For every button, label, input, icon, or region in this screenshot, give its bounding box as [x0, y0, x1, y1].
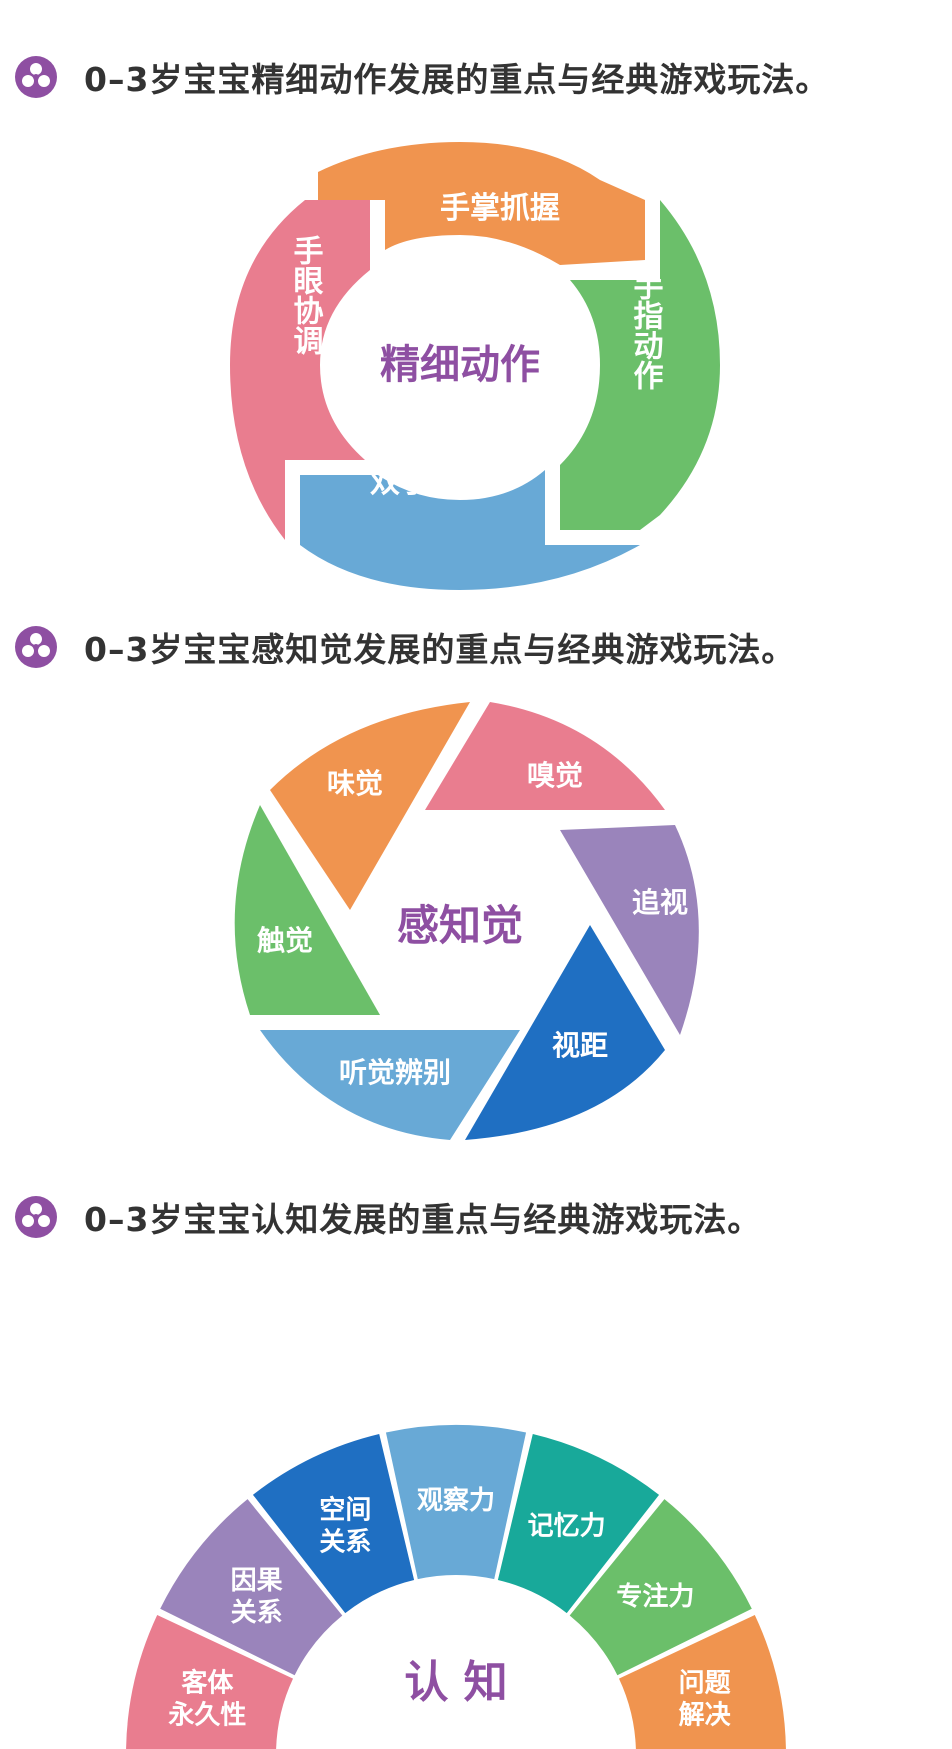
segment-hearing	[260, 1030, 520, 1140]
center-label-cognition: 认 知	[404, 1657, 507, 1708]
segment-label-2: 空间关系	[319, 1494, 371, 1557]
segment-vision-distance	[465, 925, 665, 1140]
section-heading-perception: 0–3岁宝宝感知觉发展的重点与经典游戏玩法。	[14, 622, 795, 672]
label-taste: 味觉	[327, 767, 383, 800]
flower-icon	[15, 1196, 57, 1238]
segment-label-0: 客体永久性	[168, 1667, 246, 1730]
heading-text: 0–3岁宝宝感知觉发展的重点与经典游戏玩法。	[84, 630, 796, 669]
section-heading-fine-motor: 0–3岁宝宝精细动作发展的重点与经典游戏玩法。	[14, 52, 829, 102]
segment-4	[497, 1434, 660, 1614]
center-label-perception: 感知觉	[397, 901, 523, 950]
segment-tracking	[560, 825, 699, 1035]
segment-smell	[425, 702, 665, 810]
center-label-fine-motor: 精细动作	[380, 342, 540, 388]
perception-aperture-diagram: 嗅觉 追视 视距 听觉辨别 触觉 味觉 感知觉	[234, 702, 699, 1140]
segment-hand-eye	[230, 200, 370, 540]
segment-5	[569, 1499, 752, 1676]
segment-label-1: 因果关系	[231, 1566, 283, 1628]
section-heading-cognition: 0–3岁宝宝认知发展的重点与经典游戏玩法。	[14, 1192, 761, 1242]
label-two-hand: 双手协作	[370, 465, 490, 500]
label-hearing: 听觉辨别	[339, 1056, 451, 1089]
segment-two-hand	[300, 470, 640, 590]
segment-palm-grasp	[318, 142, 645, 265]
label-palm-grasp: 手掌抓握	[440, 191, 560, 226]
heading-text: 0–3岁宝宝精细动作发展的重点与经典游戏玩法。	[84, 60, 830, 99]
segment-label-5: 专注力	[616, 1581, 694, 1612]
segment-label-6: 问题解决	[679, 1668, 731, 1730]
heading-text: 0–3岁宝宝认知发展的重点与经典游戏玩法。	[84, 1200, 762, 1239]
segment-label-3: 观察力	[417, 1486, 495, 1516]
segment-2	[252, 1434, 415, 1614]
flower-icon	[15, 56, 57, 98]
label-finger-action: 手指动作	[628, 270, 664, 390]
label-vision-distance: 视距	[552, 1029, 608, 1062]
label-touch: 触觉	[257, 924, 313, 957]
segment-3	[385, 1425, 527, 1580]
label-hand-eye: 手眼协调	[288, 235, 324, 355]
label-tracking: 追视	[632, 886, 688, 919]
segment-0	[126, 1614, 294, 1749]
segment-6	[618, 1614, 786, 1749]
flower-icon	[15, 626, 57, 668]
label-smell: 嗅觉	[527, 759, 583, 792]
segment-label-4: 记忆力	[528, 1511, 606, 1541]
segment-taste	[270, 702, 470, 910]
fine-motor-cycle-diagram: 手掌抓握 手指动作 双手协作 手眼协调 精细动作	[230, 142, 720, 590]
segment-1	[160, 1499, 343, 1676]
segment-touch	[234, 805, 380, 1015]
segment-finger-action	[560, 200, 720, 530]
